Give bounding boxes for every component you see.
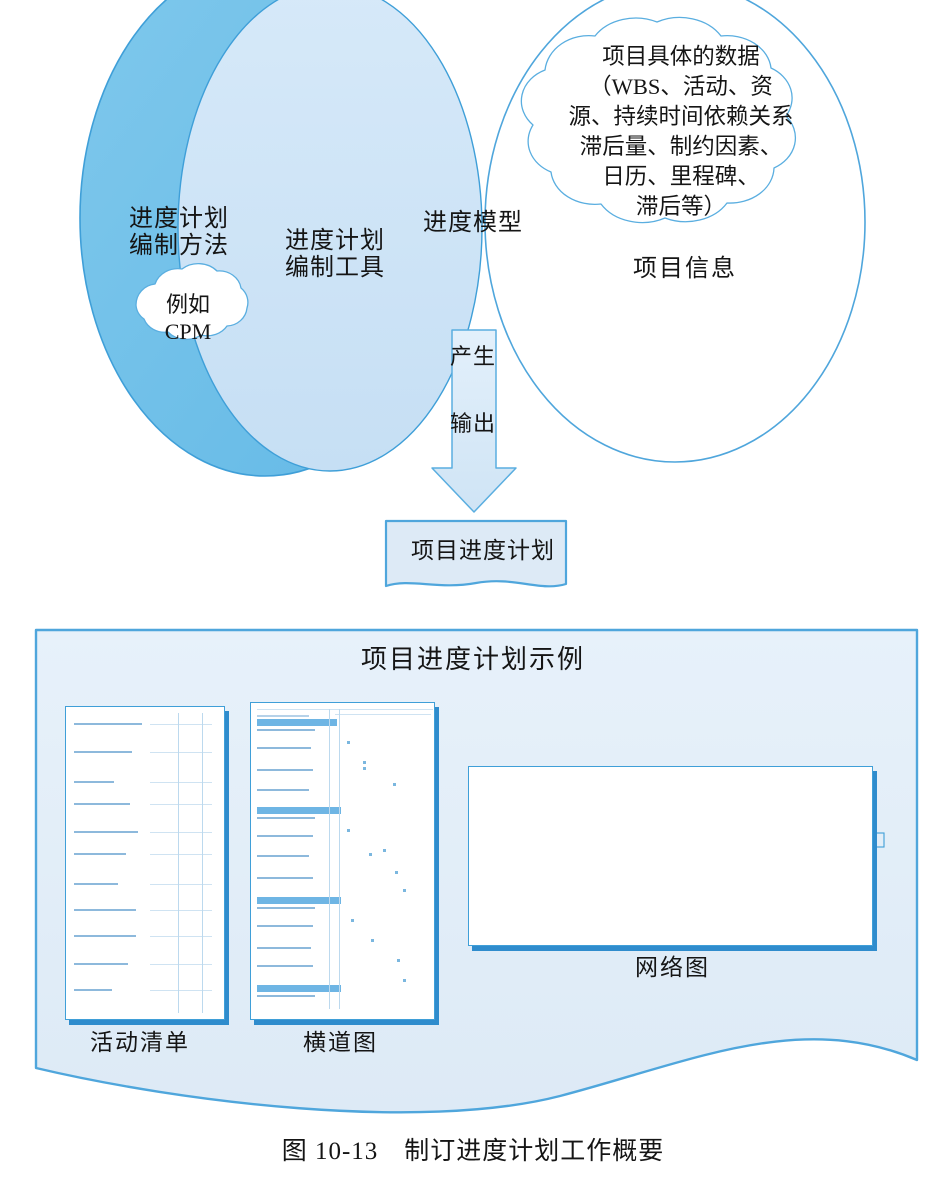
cloud-project-data [520, 16, 796, 224]
output-arrow [431, 329, 517, 513]
example-cpm-label: 例如 CPM [164, 292, 212, 344]
produce-label: 产生 [449, 344, 496, 369]
network-diagram-label: 网络图 [635, 955, 710, 980]
project-data-cloud-label: 项目具体的数据 （WBS、活动、资 源、持续时间依赖关系 滞后量、制约因素、 日… [568, 44, 794, 219]
schedule-tool-label: 进度计划 编制工具 [285, 228, 385, 281]
project-schedule-label: 项目进度计划 [411, 538, 555, 563]
circle-project-information [484, 0, 866, 463]
activity-list-thumbnail[interactable] [65, 706, 225, 1020]
schedule-model-label: 进度模型 [423, 210, 523, 236]
network-diagram-thumbnail[interactable] [468, 766, 873, 946]
activity-list-label: 活动清单 [90, 1030, 190, 1055]
project-information-label: 项目信息 [633, 256, 737, 282]
project-schedule-document [384, 519, 568, 588]
cloud-example-cpm [135, 263, 249, 341]
schedule-method-label: 进度计划 编制方法 [129, 206, 229, 259]
bar-chart-label: 横道图 [303, 1030, 378, 1055]
output-label: 输出 [449, 411, 496, 436]
circle-schedule-tool [177, 0, 483, 472]
bar-chart-thumbnail[interactable] [250, 702, 435, 1020]
examples-panel-title: 项目进度计划示例 [360, 645, 585, 674]
figure-caption: 图 10-13 制订进度计划工作概要 [281, 1138, 665, 1165]
